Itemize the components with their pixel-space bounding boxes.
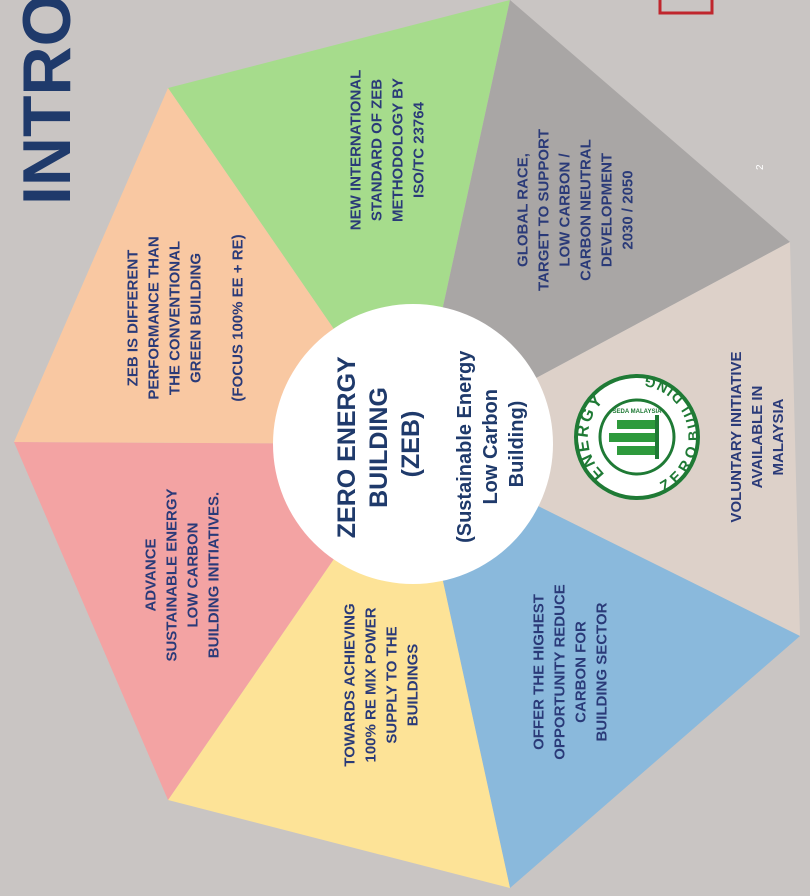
segment-text-line: STANDARD OF ZEB xyxy=(369,79,386,221)
segment-text-line: LOW CARBON / xyxy=(557,153,574,267)
center-title-line: (ZEB) xyxy=(397,411,425,478)
svg-text:(Sustainable Energy Lo: (Sustainable Energy Low Carbon Building) xyxy=(454,345,528,543)
zero-energy-building-logo: ENERGY ZERO BUILDING SEDA MALAYSIA xyxy=(573,373,702,500)
segment-text-line: SUPPLY TO THE xyxy=(384,626,401,743)
segment-text-line: 100% RE MIX POWER xyxy=(363,607,380,762)
segment-text-line: THE CONVENTIONAL xyxy=(167,241,184,395)
segment-text-line: GREEN BUILDING xyxy=(188,253,205,383)
segment-text-line: TARGET TO SUPPORT xyxy=(536,129,553,291)
segment-text-line: AVAILABLE IN xyxy=(749,386,766,489)
center-label: ZERO ENERGY BUILDING (ZEB) (Sustainable … xyxy=(333,345,528,543)
segment-text-line: OFFER THE HIGHEST xyxy=(531,594,548,750)
segment-text-line: TOWARDS ACHIEVING xyxy=(342,603,359,766)
segment-text-line: DEVELOPMENT xyxy=(599,153,616,267)
center-subtitle-line: (Sustainable Energy xyxy=(454,350,476,543)
segment-text-line: ISO/TC 23764 xyxy=(411,101,428,198)
center-subtitle-line: Low Carbon xyxy=(480,389,502,505)
decorative-frame xyxy=(658,0,714,15)
segment-global-race xyxy=(413,0,790,444)
logo-org-text: SEDA MALAYSIA xyxy=(613,409,663,415)
center-title-line: ZERO ENERGY xyxy=(333,356,361,538)
slide-title: INTROD xyxy=(9,0,85,205)
segment-text-line: METHODOLOGY BY xyxy=(390,78,407,222)
segment-text-line: VOLUNTARY INITIATIVE xyxy=(728,351,745,522)
center-subtitle-line: Building) xyxy=(506,401,528,488)
segment-text-line: MALAYSIA xyxy=(770,398,787,475)
segment-text-line: (FOCUS 100% EE + RE) xyxy=(230,234,247,401)
segment-text-line: LOW CARBON xyxy=(185,523,202,628)
page-number: 2 xyxy=(755,164,766,170)
segment-text-line: PERFORMANCE THAN xyxy=(146,236,163,399)
segment-text-line: BUILDINGS xyxy=(405,644,422,727)
segment-text-line: CARBON NEUTRAL xyxy=(578,139,595,281)
center-circle xyxy=(273,304,553,584)
building-icon xyxy=(609,415,659,459)
svg-text:ZERO ENERGY BUILDING: ZERO ENERGY BUILDING (ZEB) xyxy=(333,350,425,538)
segment-text-line: CARBON FOR xyxy=(573,621,590,723)
center-title-line: BUILDING xyxy=(365,387,393,508)
segment-text-line: NEW INTERNATIONAL xyxy=(348,70,365,231)
segment-text-line: BUILDING INITIATIVES. xyxy=(206,492,223,658)
segment-text-line: BUILDING SECTOR xyxy=(594,602,611,741)
segment-text-line: ADVANCE xyxy=(143,538,160,611)
segment-opportunity xyxy=(413,444,800,888)
segment-text-line: 2030 / 2050 xyxy=(620,170,637,249)
segment-text-line: SUSTAINABLE ENERGY xyxy=(164,488,181,661)
segment-text-line: OPPORTUNITY REDUCE xyxy=(552,584,569,760)
segment-text-line: ZEB IS DIFFERENT xyxy=(125,250,142,387)
segment-text-line: GLOBAL RACE, xyxy=(515,153,532,267)
